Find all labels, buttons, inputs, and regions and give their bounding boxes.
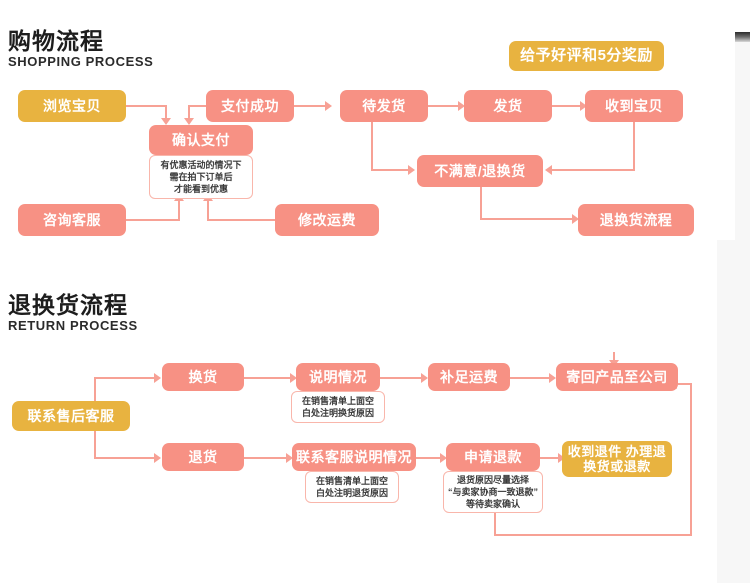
section-title-en-2: RETURN PROCESS (8, 318, 138, 333)
note-confirm: 有优惠活动的情况下 需在拍下订单后 才能看到优惠 (149, 155, 253, 199)
connector-freight-to-note-h (207, 219, 277, 221)
arrow-unhappy-to-returnflow (572, 214, 579, 224)
note-explain: 在销售清单上面空 白处注明换货原因 (291, 391, 385, 423)
arrow-contact-to-refund (154, 453, 161, 463)
arrow-contact-to-exchange (154, 373, 161, 383)
connector-loop-into-sendback (678, 383, 692, 385)
connector-unhappy-to-returnflow-v (480, 186, 482, 219)
node-received[interactable]: 收到宝贝 (585, 90, 683, 122)
note-explain2: 在销售清单上面空 白处注明退货原因 (305, 471, 399, 503)
connector-loop-right (494, 534, 692, 536)
connector-applyref-to-gotitem (540, 457, 562, 459)
arrow-explain-to-payfare (421, 373, 428, 383)
connector-freight-to-note-v (207, 200, 209, 221)
node-service[interactable]: 咨询客服 (18, 204, 126, 236)
node-ship[interactable]: 发货 (464, 90, 552, 122)
section-title-cn: 购物流程 (8, 28, 104, 54)
node-explain[interactable]: 说明情况 (296, 363, 380, 391)
arrow-received-to-unhappy (545, 165, 552, 175)
node-browse[interactable]: 浏览宝贝 (18, 90, 126, 122)
connector-unhappy-to-returnflow-h (480, 218, 574, 220)
arrow-paid-to-await (325, 101, 332, 111)
arrow-exchange-to-explain (290, 373, 297, 383)
connector-refund-to-explain2 (244, 457, 288, 459)
connector-await-to-unhappy-h (371, 169, 410, 171)
arrow-await-to-ship (458, 101, 465, 111)
note-applyref: 退货原因尽量选择 “与卖家协商一致退款” 等待卖家确认 (443, 471, 543, 513)
node-contact[interactable]: 联系售后客服 (12, 401, 130, 431)
node-explain2[interactable]: 联系客服说明情况 (292, 443, 416, 471)
connector-loop-down (494, 512, 496, 536)
connector-paid-to-await (292, 105, 327, 107)
connector-received-to-unhappy-h (551, 169, 635, 171)
section-heading-return: 退换货流程 RETURN PROCESS (8, 292, 138, 333)
connector-browse-to-confirm-h (124, 105, 167, 107)
connector-contact-to-refund (94, 457, 156, 459)
right-edge-strip-lower (717, 240, 750, 583)
connector-paid-to-confirm-h (188, 105, 210, 107)
connector-service-to-note-v (178, 200, 180, 221)
connector-explain2-to-applyref (416, 457, 442, 459)
connector-await-to-ship (426, 105, 460, 107)
connector-explain-to-payfare (380, 377, 424, 379)
arrow-applyref-to-gotitem (558, 453, 565, 463)
arrow-payfare-to-sendback (549, 373, 556, 383)
node-confirm[interactable]: 确认支付 (149, 125, 253, 155)
reward-badge[interactable]: 给予好评和5分奖励 (509, 41, 664, 71)
connector-service-to-note-h (124, 219, 180, 221)
node-sendback[interactable]: 寄回产品至公司 (556, 363, 678, 391)
node-unhappy[interactable]: 不满意/退换货 (417, 155, 543, 187)
node-applyref[interactable]: 申请退款 (446, 443, 540, 471)
connector-ship-to-received (551, 105, 583, 107)
connector-contact-to-exchange (94, 377, 156, 379)
section-heading-shopping: 购物流程 SHOPPING PROCESS (8, 28, 153, 69)
connector-browse-to-confirm-v (165, 105, 167, 119)
section-title-cn-2: 退换货流程 (8, 292, 128, 318)
arrow-down-to-confirm-right (184, 118, 194, 125)
node-await[interactable]: 待发货 (340, 90, 428, 122)
connector-exchange-to-explain (244, 377, 292, 379)
connector-payfare-to-sendback (510, 377, 552, 379)
scrollbar-thumb[interactable] (735, 32, 750, 42)
arrow-ship-to-received (580, 101, 587, 111)
node-freight[interactable]: 修改运费 (275, 204, 379, 236)
connector-await-to-unhappy-v (371, 121, 373, 170)
arrow-explain2-to-applyref (440, 453, 447, 463)
arrow-down-to-confirm-left (161, 118, 171, 125)
node-paid[interactable]: 支付成功 (206, 90, 294, 122)
connector-received-to-unhappy-v (633, 121, 635, 170)
connector-paid-to-confirm-v (188, 105, 190, 119)
section-title-en: SHOPPING PROCESS (8, 54, 154, 69)
node-exchange[interactable]: 换货 (162, 363, 244, 391)
arrow-refund-to-explain2 (286, 453, 293, 463)
arrow-await-to-unhappy (408, 165, 415, 175)
connector-loop-up (690, 384, 692, 536)
node-gotitem[interactable]: 收到退件 办理退换货或退款 (562, 441, 672, 477)
node-payfare[interactable]: 补足运费 (428, 363, 510, 391)
node-refund[interactable]: 退货 (162, 443, 244, 471)
node-returnflow[interactable]: 退换货流程 (578, 204, 694, 236)
connector-top-into-sendback (613, 352, 615, 362)
